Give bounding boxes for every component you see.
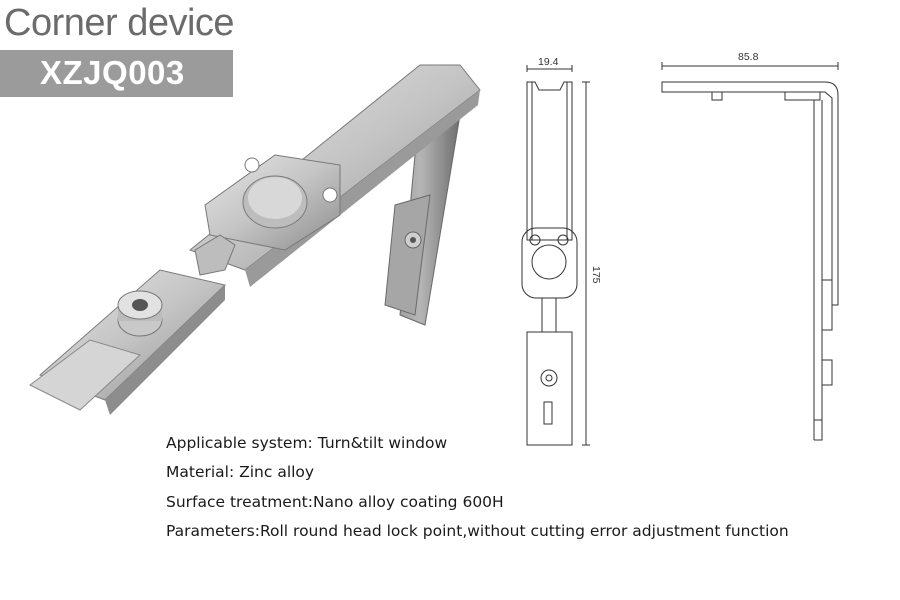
technical-drawing: 19.4 175 85.8 [521, 51, 839, 446]
model-band: XZJQ003 [0, 50, 233, 97]
product-photo [29, 64, 481, 415]
spec-list: Applicable system: Turn&tilt window Mate… [166, 432, 789, 549]
product-title: Corner device [4, 2, 235, 44]
spec-line: Material: Zinc alloy [166, 463, 315, 482]
model-number: XZJQ003 [40, 54, 185, 91]
front-width-dim: 19.4 [538, 56, 559, 68]
spec-line: Parameters:Roll round head lock point,wi… [166, 521, 789, 540]
spec-line: Surface treatment:Nano alloy coating 600… [166, 492, 504, 511]
side-view [661, 62, 839, 441]
spec-line: Applicable system: Turn&tilt window [166, 434, 448, 452]
side-width-dim: 85.8 [738, 51, 759, 63]
front-view [521, 65, 590, 446]
height-dim: 175 [590, 266, 602, 284]
